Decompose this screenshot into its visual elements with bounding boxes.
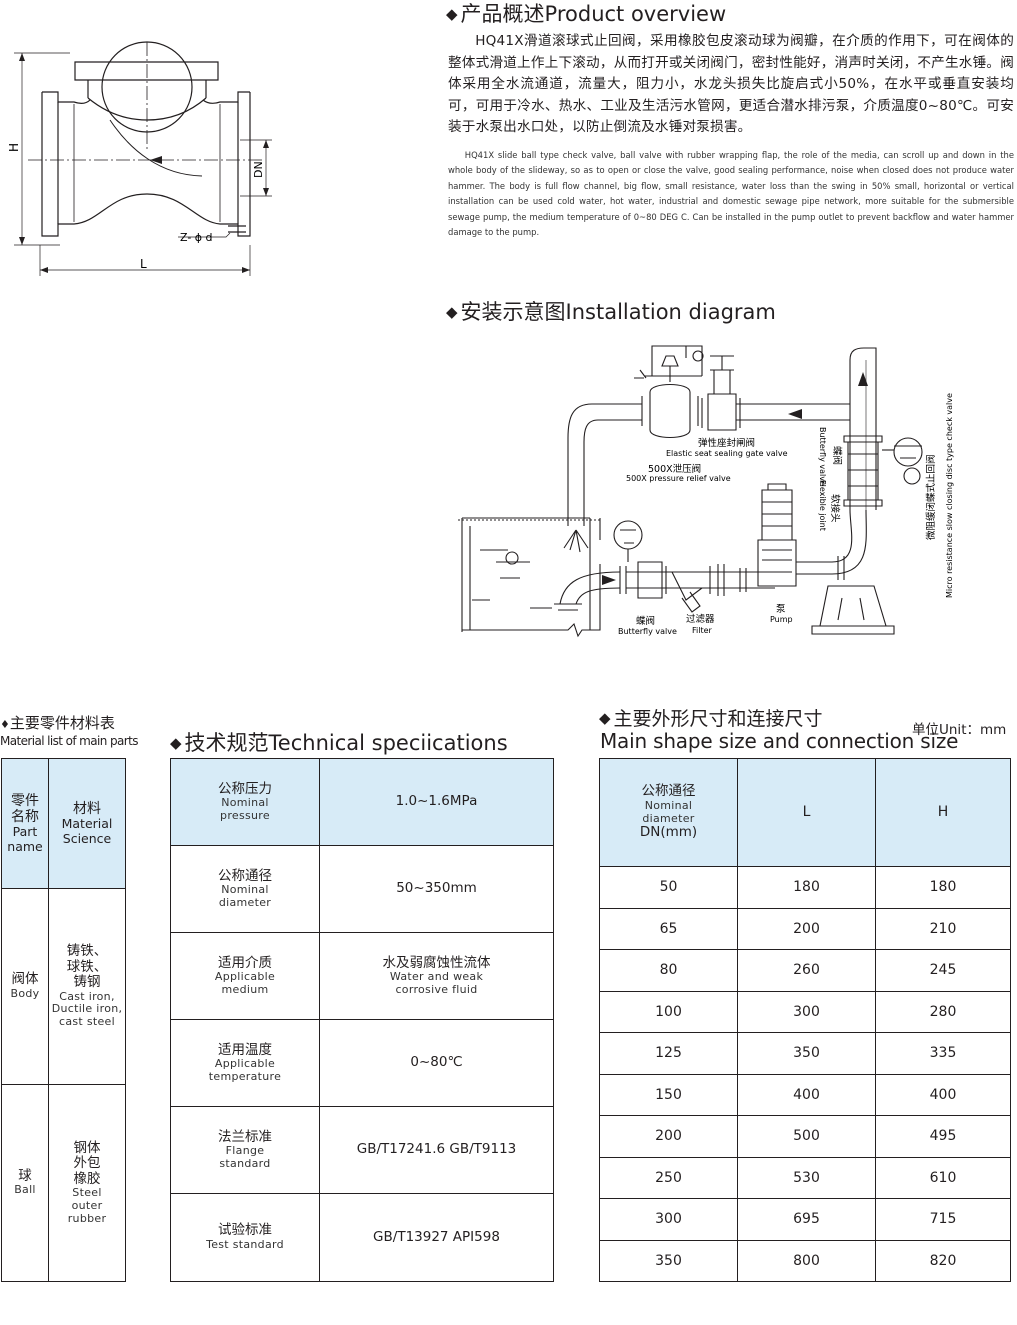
dims-title-zh: 主要外形尺寸和连接尺寸: [613, 708, 823, 730]
dims-cell-dn: 50: [599, 866, 738, 909]
overview-text-en: HQ41X slide ball type check valve, ball …: [448, 150, 1014, 238]
dims-cell-l: 530: [737, 1156, 876, 1199]
valve-dimension-drawing: H DN Z- ϕ d L: [7, 41, 272, 276]
check-valve-label-en: Micro resistance slow closing disc type …: [945, 393, 954, 598]
dims-cell-h: 610: [875, 1156, 1011, 1199]
dims-cell-dn: 250: [599, 1156, 738, 1199]
materials-title-en: Material list of main parts: [0, 734, 138, 748]
dims-heading: ◆主要外形尺寸和连接尺寸: [599, 704, 823, 731]
dim-dn-label: DN: [252, 161, 265, 178]
dims-cell-dn: 125: [599, 1032, 738, 1075]
overview-text-zh: HQ41X滑道滚球式止回阀，采用橡胶包皮滚动球为阀瓣，在介质的作用下，可在阀体的…: [448, 33, 1014, 135]
relief-valve-label-zh: 500X泄压阀: [648, 463, 701, 475]
butterfly-valve-bottom-zh: 蝶阀: [636, 615, 655, 627]
dims-cell-l: 300: [737, 990, 876, 1033]
dims-unit: 单位Unit：mm: [912, 722, 1007, 738]
dims-cell-h: 400: [875, 1073, 1011, 1116]
dims-cell-dn: 200: [599, 1115, 738, 1158]
dims-cell-l: 350: [737, 1032, 876, 1075]
dims-cell-l: 400: [737, 1073, 876, 1116]
pump-label-zh: 泵: [776, 604, 786, 615]
flex-joint-label-en: Flexible joint: [818, 480, 827, 531]
dims-cell-h: 210: [875, 907, 1011, 950]
materials-heading: ♦主要零件材料表 Material list of main parts: [0, 712, 138, 748]
dims-cell-l: 695: [737, 1198, 876, 1241]
diamond-icon: ◆: [599, 709, 611, 727]
filter-label-zh: 过滤器: [686, 613, 715, 625]
butterfly-valve-bottom-en: Butterfly valve: [618, 627, 677, 636]
check-valve-label-zh: 微阻缓闭蝶式止回阀: [925, 454, 937, 540]
dims-cell-h: 495: [875, 1115, 1011, 1158]
butterfly-valve-top-zh: 蝶阀: [831, 446, 843, 465]
relief-valve-label-en: 500X pressure relief valve: [626, 474, 731, 483]
flex-joint-label-zh: 软接头: [829, 494, 841, 523]
install-title: 安装示意图Installation diagram: [460, 300, 776, 324]
dims-cell-dn: 300: [599, 1198, 738, 1241]
dim-l-label: L: [140, 257, 147, 271]
dims-cell-dn: 100: [599, 990, 738, 1033]
gate-valve-label-zh: 弹性座封闸阀: [698, 437, 755, 449]
dims-cell-l: 200: [737, 907, 876, 950]
dims-cell-h: 245: [875, 949, 1011, 992]
dims-cell-dn: 65: [599, 907, 738, 950]
diamond-icon: ◆: [446, 303, 458, 321]
specs-title: 技术规范Technical speciications: [184, 731, 508, 755]
materials-title-zh: 主要零件材料表: [9, 714, 115, 732]
dims-cell-dn: 350: [599, 1239, 738, 1282]
diamond-icon: ◆: [170, 734, 182, 752]
dims-cell-h: 180: [875, 866, 1011, 909]
dim-h-label: H: [7, 143, 21, 152]
dims-cell-dn: 150: [599, 1073, 738, 1116]
dims-cell-l: 260: [737, 949, 876, 992]
dims-cell-h: 820: [875, 1239, 1011, 1282]
dims-cell-l: 800: [737, 1239, 876, 1282]
dims-cell-l: 180: [737, 866, 876, 909]
dims-title-en: Main shape size and connection size: [600, 729, 959, 753]
install-heading: ◆安装示意图Installation diagram: [446, 296, 776, 326]
dims-cell-l: 500: [737, 1115, 876, 1158]
dims-cell-h: 280: [875, 990, 1011, 1033]
dims-cell-h: 715: [875, 1198, 1011, 1241]
dims-cell-dn: 80: [599, 949, 738, 992]
dim-z-label: Z- ϕ d: [180, 231, 213, 244]
specs-heading: ◆技术规范Technical speciications: [170, 727, 508, 757]
pump-label-en: Pump: [770, 615, 793, 624]
installation-diagram: 弹性座封闸阀 Elastic seat sealing gate valve 5…: [458, 345, 954, 638]
dims-cell-h: 335: [875, 1032, 1011, 1075]
filter-label-en: Filter: [692, 626, 713, 635]
gate-valve-label-en: Elastic seat sealing gate valve: [666, 449, 788, 458]
diamond-icon: ◆: [446, 5, 458, 23]
butterfly-valve-top-en: Butterfly valve: [818, 427, 827, 486]
overview-title: 产品概述Product overview: [460, 2, 727, 26]
overview-heading: ◆产品概述Product overview: [446, 0, 726, 28]
diamond-icon: ♦: [0, 718, 10, 731]
